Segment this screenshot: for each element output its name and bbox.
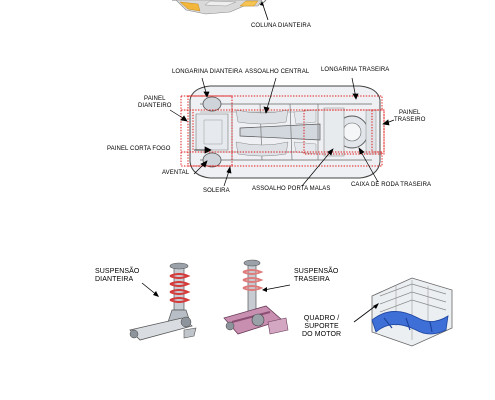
label-coluna-dianteira: COLUNA DIANTEIRA: [251, 23, 311, 29]
longarina-dianteira-region: [180, 95, 383, 111]
label-suspensao-traseira-line1: SUSPENSÃO: [294, 268, 339, 275]
painel-dianteiro-region: [187, 95, 233, 167]
label-painel-corta-fogo: PAINEL CORTA FOGO: [107, 146, 171, 152]
engine-cradle-illustration: [353, 277, 453, 347]
label-quadro-suporte-motor: QUADRO / SUPORTE DO MOTOR: [302, 315, 341, 339]
front-pillar-illustration: [172, 0, 269, 21]
label-quadro-line2: SUPORTE: [304, 323, 339, 331]
label-painel-dianteiro-line1: PAINEL: [144, 96, 166, 102]
label-suspensao-traseira-line2: TRASEIRA: [294, 276, 330, 284]
highlight-regions: [180, 95, 385, 167]
label-soleira: SOLEIRA: [203, 188, 230, 194]
label-suspensao-traseira: SUSPENSÃO TRASEIRA: [294, 268, 338, 284]
underbody-illustration: [169, 77, 395, 187]
label-painel-traseiro: PAINEL TRASEIRO: [394, 110, 425, 124]
label-painel-traseiro-line2: TRASEIRO: [394, 116, 426, 123]
front-suspension-illustration: [129, 262, 197, 341]
label-caixa-roda-traseira: CAIXA DE RODA TRASEIRA: [351, 182, 432, 188]
rear-suspension-illustration: [223, 259, 291, 335]
label-longarina-traseira: LONGARINA TRASEIRA: [321, 67, 390, 73]
label-assoalho-porta-malas: ASSOALHO PORTA MALAS: [252, 186, 331, 192]
label-painel-dianteiro-line2: DIANTEIRO: [138, 102, 172, 109]
label-painel-dianteiro: PAINEL DIANTEIRO: [138, 96, 172, 110]
soleira-region: [180, 151, 383, 167]
label-longarina-dianteira: LONGARINA DIANTEIRA: [172, 69, 243, 75]
underbody-leader-lines: [169, 77, 395, 187]
label-painel-traseiro-line1: PAINEL: [398, 110, 421, 116]
label-suspensao-dianteira-line1: SUSPENSÃO: [95, 268, 140, 275]
label-quadro-line1: QUADRO /: [303, 315, 340, 322]
label-suspensao-dianteira-line2: DIANTEIRA: [95, 276, 134, 284]
label-assoalho-central: ASSOALHO CENTRAL: [245, 69, 310, 75]
label-avental: AVENTAL: [162, 170, 190, 176]
painel-corta-fogo-region: [180, 109, 194, 153]
label-suspensao-dianteira: SUSPENSÃO DIANTEIRA: [95, 268, 139, 284]
label-quadro-line3: DO MOTOR: [302, 331, 342, 339]
painel-traseiro-region: [371, 109, 385, 153]
